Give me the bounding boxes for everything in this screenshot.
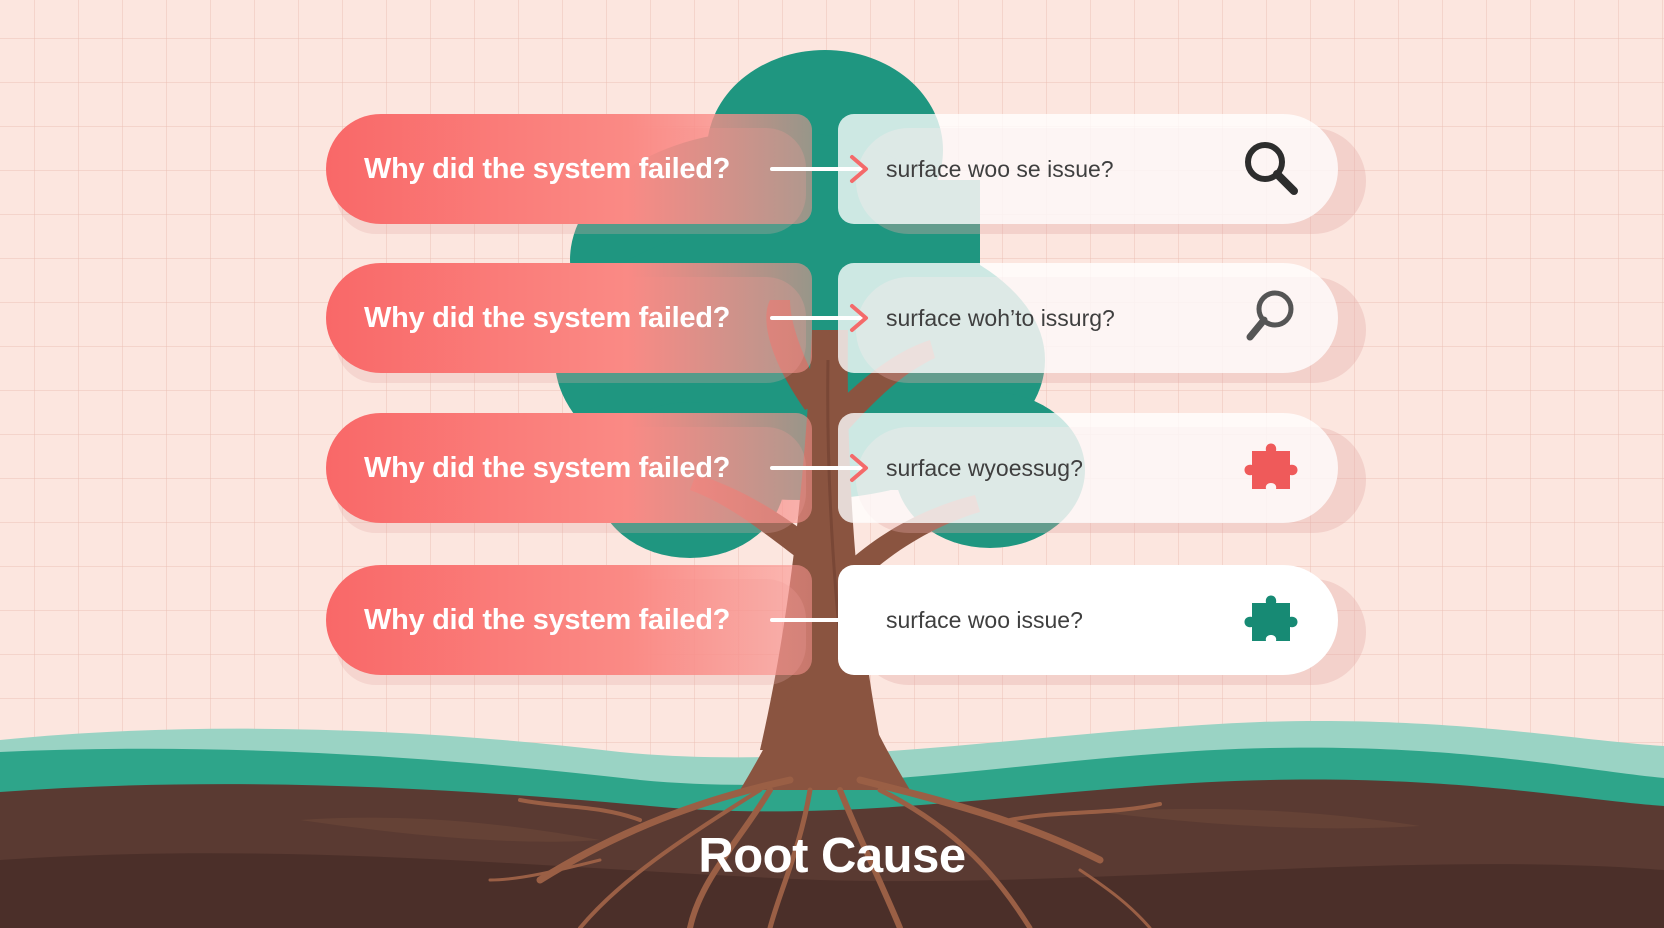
puzzle-piece-icon xyxy=(1244,443,1298,489)
answer-text-1: surface woo se issue? xyxy=(886,155,1114,182)
answer-box-3: surface wyoessug? xyxy=(838,413,1338,523)
question-box-4: Why did the system failed? xyxy=(326,565,812,675)
magnifier-icon xyxy=(1246,290,1294,341)
ground xyxy=(0,721,1664,928)
answer-text-2: surface woh’to issurg? xyxy=(886,304,1115,331)
why-row-2: surface woh’to issurg? Why did the syste… xyxy=(326,263,1366,383)
why-row-1: surface woo se issue? Why did the system… xyxy=(326,114,1366,234)
answer-box-4: surface woo issue? xyxy=(838,565,1338,675)
question-text-3: Why did the system failed? xyxy=(364,451,731,484)
arrow-right-icon xyxy=(770,155,868,183)
answer-text-4: surface woo issue? xyxy=(886,606,1083,633)
why-row-4: surface woo issue? Why did the system fa… xyxy=(326,565,1366,685)
question-box-1: Why did the system failed? xyxy=(326,114,812,224)
question-text-4: Why did the system failed? xyxy=(364,603,731,636)
question-text-1: Why did the system failed? xyxy=(364,152,731,185)
magnifier-icon xyxy=(1245,142,1298,195)
root-cause-label: Root Cause xyxy=(698,829,966,883)
why-row-3: surface wyoessug? Why did the system fai… xyxy=(326,413,1366,533)
arrow-right-icon xyxy=(770,454,868,482)
question-box-3: Why did the system failed? xyxy=(326,413,812,523)
arrow-right-icon xyxy=(770,606,868,634)
puzzle-piece-icon xyxy=(1244,595,1298,641)
answer-box-2: surface woh’to issurg? xyxy=(838,263,1338,373)
answer-box-1: surface woo se issue? xyxy=(838,114,1338,224)
question-text-2: Why did the system failed? xyxy=(364,301,731,334)
answer-text-3: surface wyoessug? xyxy=(886,454,1083,481)
arrow-right-icon xyxy=(770,304,868,332)
question-box-2: Why did the system failed? xyxy=(326,263,812,373)
tree-roots xyxy=(488,776,1162,928)
